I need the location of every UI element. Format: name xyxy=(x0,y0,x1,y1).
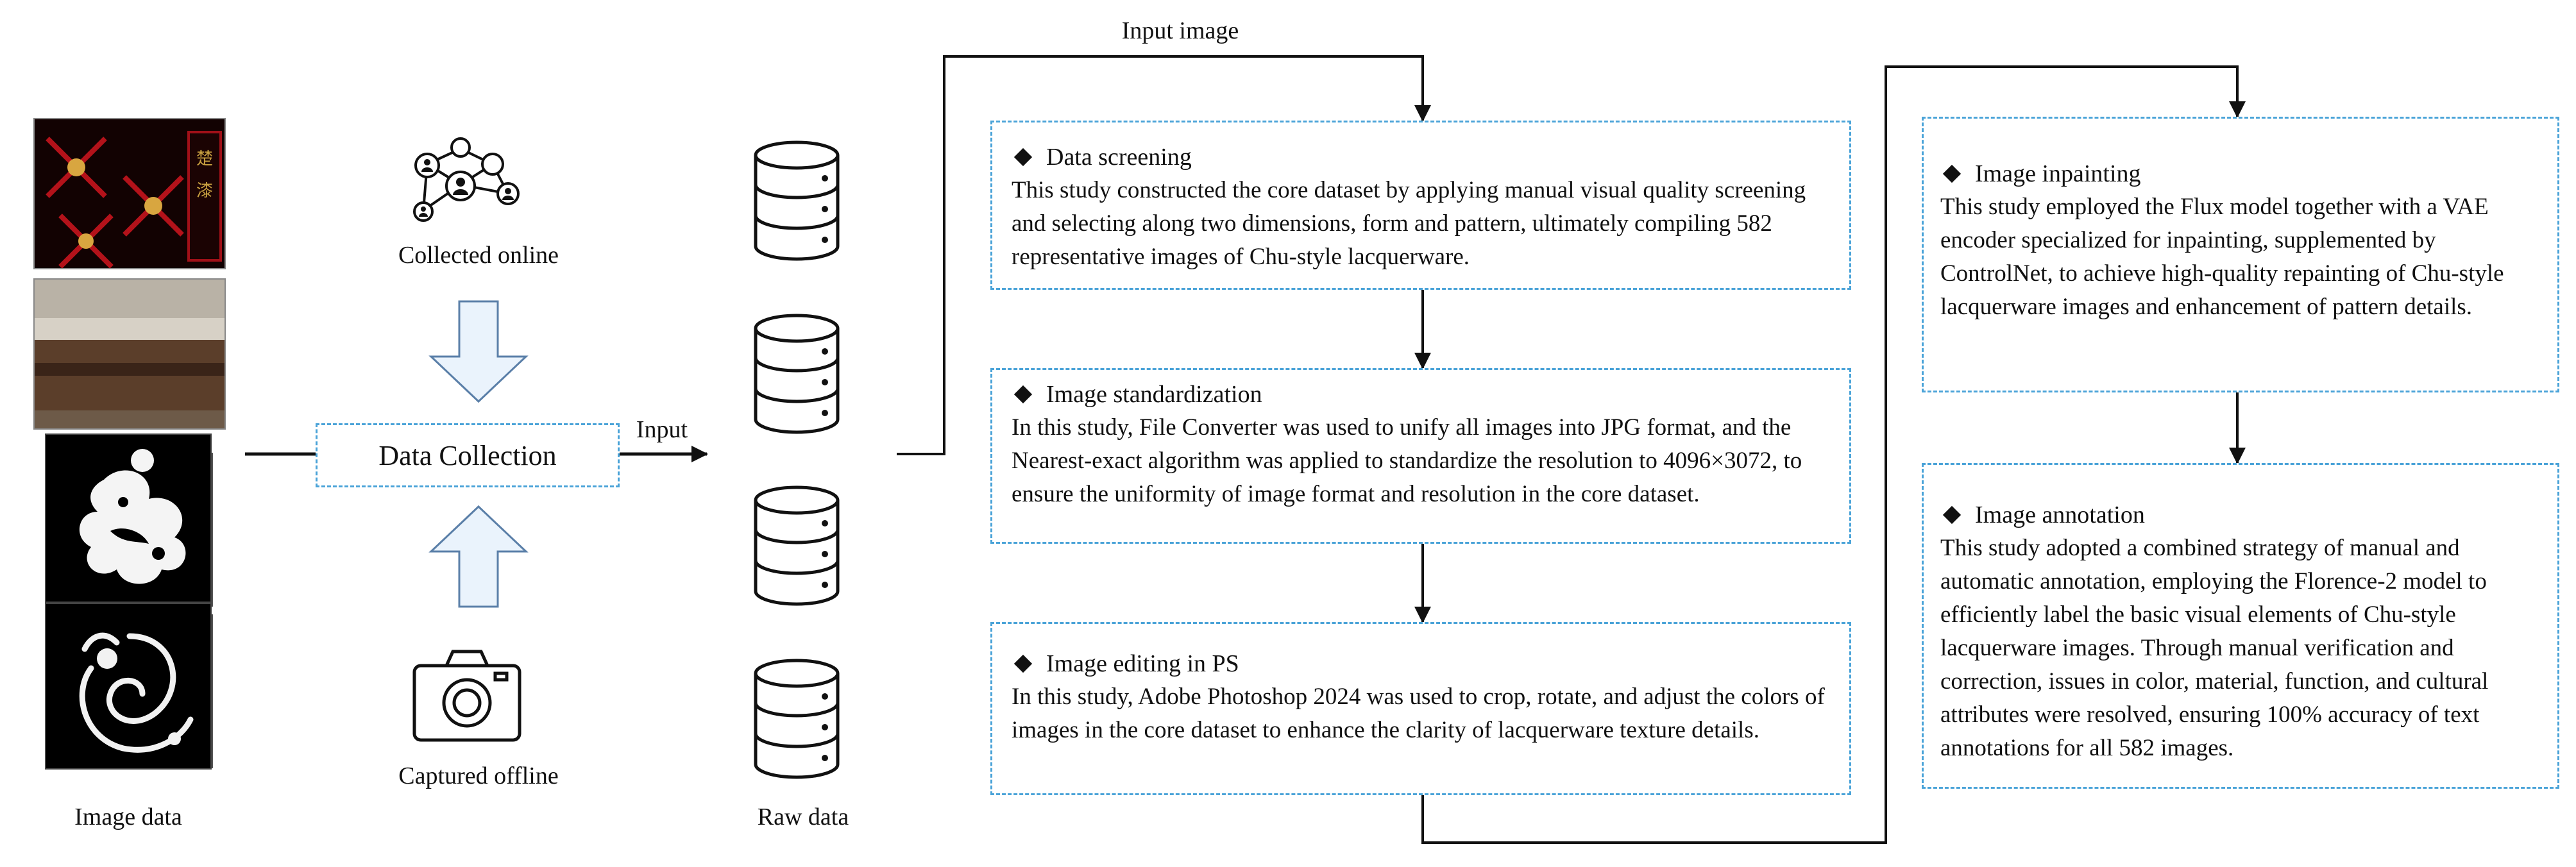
thumbnail-red-lacquer-pattern: 楚 漆 xyxy=(33,118,226,269)
network-people-icon xyxy=(402,132,521,228)
step-image-standardization: Image standardization In this study, Fil… xyxy=(990,368,1851,544)
arrow-editing-to-inpainting xyxy=(1421,65,2246,844)
image-data-label: Image data xyxy=(74,804,182,830)
step-title: Image inpainting xyxy=(1975,160,2141,187)
svg-text:楚: 楚 xyxy=(196,149,213,168)
step-description: This study employed the Flux model toget… xyxy=(1940,194,2504,320)
input-label: Input xyxy=(636,416,688,443)
step-title: Data screening xyxy=(1046,144,1192,171)
step-title: Image editing in PS xyxy=(1046,650,1239,677)
step-title: Image annotation xyxy=(1975,501,2145,528)
database-icon xyxy=(752,313,842,435)
step-description: This study adopted a combined strategy o… xyxy=(1940,535,2489,761)
diamond-bullet-icon xyxy=(1942,505,1962,525)
thumbnail-white-beast-pattern xyxy=(45,434,212,603)
step-data-screening: Data screening This study constructed th… xyxy=(990,121,1851,290)
block-arrow-down-icon xyxy=(428,300,529,403)
step-image-annotation: Image annotation This study adopted a co… xyxy=(1922,463,2559,789)
thumbnail-white-dragon-pattern xyxy=(45,603,212,770)
svg-text:漆: 漆 xyxy=(196,181,213,200)
collected-online-label: Collected online xyxy=(398,242,559,269)
input-image-label: Input image xyxy=(1121,17,1239,44)
data-collection-label: Data Collection xyxy=(378,439,557,471)
step-image-inpainting: Image inpainting This study employed the… xyxy=(1922,117,2559,392)
diamond-bullet-icon xyxy=(1942,164,1962,183)
database-icon xyxy=(752,658,842,780)
raw-data-label: Raw data xyxy=(757,804,849,830)
diamond-bullet-icon xyxy=(1013,654,1033,673)
database-icon xyxy=(752,485,842,607)
arrow-input-image xyxy=(897,55,1431,455)
step-description: In this study, File Converter was used t… xyxy=(1012,414,1802,507)
data-collection-box: Data Collection xyxy=(316,423,620,487)
camera-icon xyxy=(411,646,523,745)
step-description: In this study, Adobe Photoshop 2024 was … xyxy=(1012,684,1825,743)
thumbnail-lacquer-box-photo xyxy=(33,278,226,430)
database-icon xyxy=(752,140,842,262)
captured-offline-label: Captured offline xyxy=(398,762,559,789)
block-arrow-up-icon xyxy=(428,505,529,608)
diamond-bullet-icon xyxy=(1013,385,1033,404)
diamond-bullet-icon xyxy=(1013,147,1033,167)
step-title: Image standardization xyxy=(1046,381,1262,408)
step-image-editing: Image editing in PS In this study, Adobe… xyxy=(990,622,1851,795)
step-description: This study constructed the core dataset … xyxy=(1012,177,1806,270)
